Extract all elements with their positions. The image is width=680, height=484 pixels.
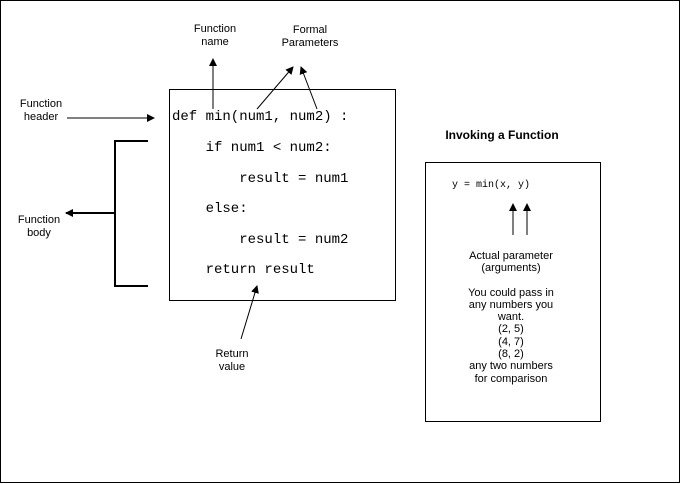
note-line: want. (497, 311, 525, 324)
function-body-bracket (114, 140, 148, 287)
invoking-box (425, 162, 601, 422)
code-line-def: def min(num1, num2) : (172, 109, 349, 125)
return-value-label: Return value (215, 348, 249, 373)
arguments-label: (arguments) (481, 262, 541, 275)
function-header-label: Function header (19, 98, 63, 123)
note-line: for comparison (474, 372, 548, 385)
actual-parameter-label: Actual parameter (469, 250, 553, 262)
code-line-else: else: (172, 201, 248, 217)
function-definition-box (169, 89, 396, 301)
note-line: (2, 5) (498, 323, 524, 336)
code-line-if: if num1 < num2: (172, 140, 332, 156)
note-line: any two numbers (469, 360, 553, 373)
param2-arrow (299, 66, 318, 110)
code-line-result-num2: result = num2 (172, 232, 349, 248)
code-line-result-num1: result = num1 (172, 171, 349, 187)
formal-parameters-label: Formal Parameters (281, 24, 339, 49)
code-line-return: return result (172, 262, 315, 278)
note-line: You could pass in (468, 286, 554, 299)
function-name-label: Function name (193, 23, 237, 48)
function-call: y = min(x, y) (452, 180, 531, 191)
note-line: (4, 7) (498, 335, 524, 348)
note-line: (8, 2) (498, 348, 524, 361)
note-line: any numbers you (468, 298, 554, 311)
actual-parameter-notes: Actual parameter (arguments) You could p… (426, 250, 596, 385)
function-body-label: Function body (17, 214, 61, 239)
param1-arrow (256, 66, 294, 110)
invoking-title: Invoking a Function (445, 128, 559, 142)
return-value-arrow (240, 285, 259, 340)
